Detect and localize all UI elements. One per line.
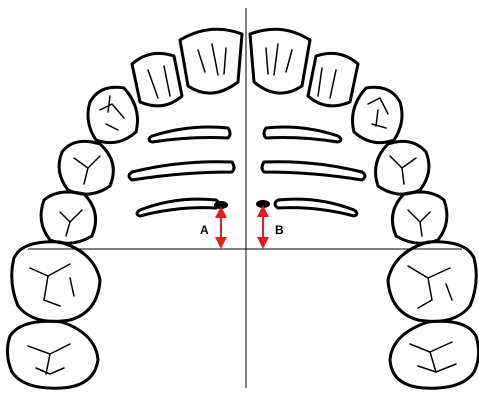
- tooth-left-first-molar: [388, 242, 476, 322]
- ruga-right-lower: [137, 199, 219, 216]
- tooth-left-first-premolar: [376, 141, 429, 194]
- tooth-left-second-molar: [390, 321, 479, 388]
- tooth-right-first-molar: [12, 242, 100, 322]
- ruga-left-lower: [275, 199, 357, 216]
- tooth-left-lateral-incisor: [308, 53, 358, 106]
- tooth-left-central-incisor: [250, 29, 310, 93]
- ruga-right-upper: [149, 127, 230, 142]
- point-a-dot: [214, 201, 228, 209]
- tooth-right-lateral-incisor: [132, 53, 182, 106]
- tooth-left-canine: [353, 87, 403, 142]
- label-a: A: [200, 223, 209, 237]
- ruga-left-middle: [262, 162, 365, 180]
- tooth-right-first-premolar: [59, 141, 113, 194]
- ruga-left-upper: [264, 127, 341, 142]
- tooth-right-second-molar: [7, 321, 98, 388]
- ruga-right-middle: [129, 162, 234, 180]
- label-b: B: [275, 223, 284, 237]
- tooth-right-central-incisor: [180, 29, 242, 93]
- tooth-right-second-premolar: [41, 192, 95, 243]
- tooth-left-second-premolar: [392, 192, 446, 243]
- point-b-dot: [256, 200, 270, 208]
- tooth-right-canine: [88, 87, 138, 142]
